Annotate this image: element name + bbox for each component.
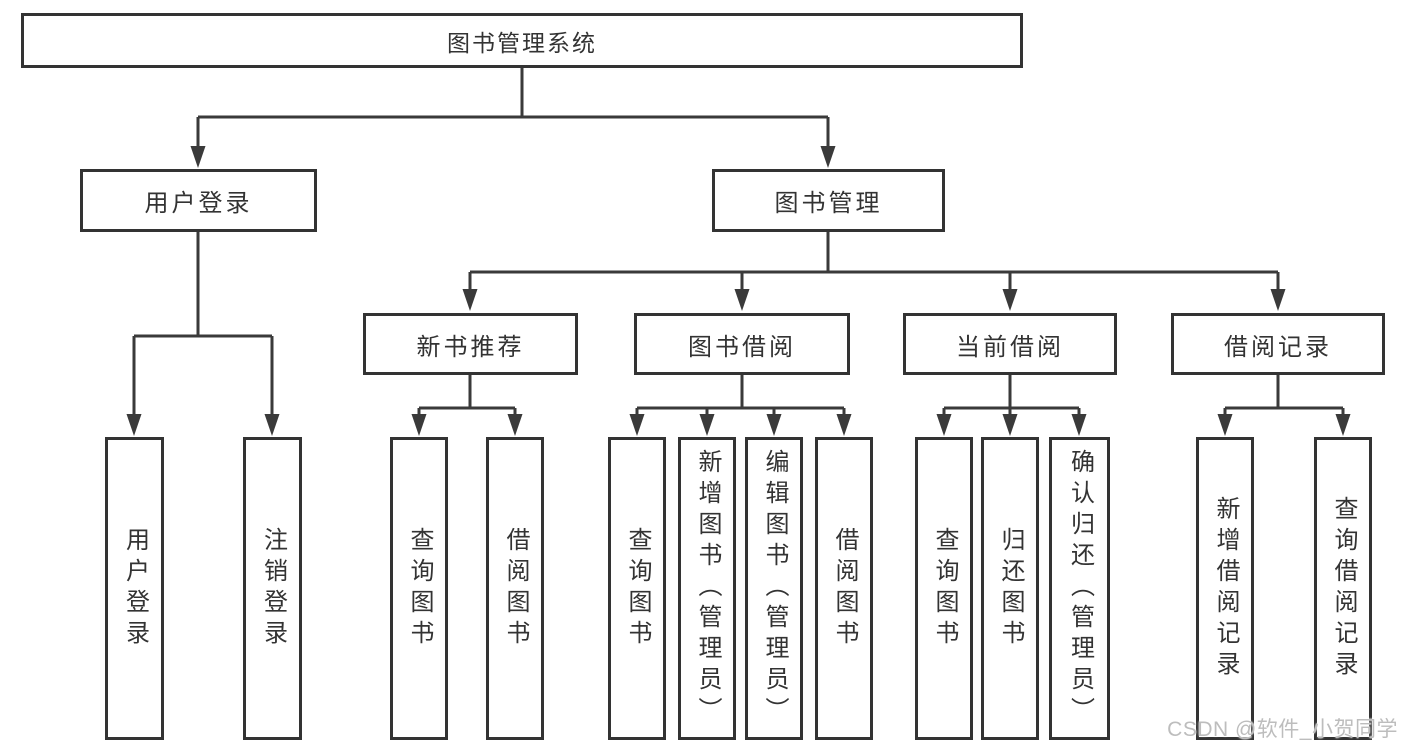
leaf-records-add-record-label: 新增借阅记录 [1212,495,1239,682]
arrow-to-borrowing-borrow-book [836,414,852,436]
node-book-borrowing: 图书借阅 [634,313,850,375]
arrow-to-leaf-logout [264,414,280,436]
leaf-current-query-book: 查询图书 [915,437,973,740]
leaf-borrowing-borrow-book-label: 借阅图书 [831,526,858,651]
arrow-to-current-borrowing [1002,289,1018,311]
leaf-current-return-book: 归还图书 [981,437,1039,740]
leaf-records-query-record-label: 查询借阅记录 [1330,495,1357,682]
leaf-recommend-query-book-label: 查询图书 [406,526,433,651]
leaf-borrowing-borrow-book: 借阅图书 [815,437,873,740]
arrow-to-user-login [190,146,206,168]
leaf-borrowing-query-book: 查询图书 [608,437,666,740]
arrow-to-borrowing-add-book [699,414,715,436]
node-user-login-label: 用户登录 [144,190,253,217]
leaf-borrowing-add-book-admin-label: 新增图书（管理员） [694,449,721,728]
leaf-records-query-record: 查询借阅记录 [1314,437,1372,740]
leaf-user-login-label: 用户登录 [121,526,149,651]
node-borrowing-records-label: 借阅记录 [1224,333,1332,361]
node-book-management: 图书管理 [712,169,945,232]
leaf-logout-label: 注销登录 [259,526,287,651]
connector-current-branch [942,375,1081,416]
node-root-label: 图书管理系统 [447,29,597,56]
arrow-to-borrowing-query-book [629,414,645,436]
connector-user-login-branch [132,232,274,416]
node-user-login: 用户登录 [80,169,317,232]
leaf-recommend-query-book: 查询图书 [390,437,448,740]
arrow-to-new-book-recommendation [462,289,478,311]
leaf-records-add-record: 新增借阅记录 [1196,437,1254,740]
arrow-to-leaf-user-login [126,414,142,436]
leaf-borrowing-query-book-label: 查询图书 [624,526,651,651]
node-current-borrowing-label: 当前借阅 [956,333,1064,361]
leaf-borrowing-edit-book-admin: 编辑图书（管理员） [745,437,803,740]
connector-borrowing-branch [635,375,846,416]
connector-records-branch [1223,375,1345,416]
leaf-borrowing-edit-book-admin-label: 编辑图书（管理员） [761,449,788,728]
node-book-borrowing-label: 图书借阅 [688,333,796,361]
watermark: CSDN @软件_小贺同学 [1167,718,1398,741]
leaf-recommend-borrow-book-label: 借阅图书 [502,526,529,651]
connector-root-branch [196,68,830,148]
node-borrowing-records: 借阅记录 [1171,313,1385,375]
node-book-management-label: 图书管理 [774,190,883,217]
leaf-current-return-book-label: 归还图书 [997,526,1024,651]
arrow-to-current-return-book [1002,414,1018,436]
leaf-current-confirm-return-admin-label: 确认归还（管理员） [1066,449,1094,728]
connector-book-management-branch [468,232,1280,290]
arrow-to-current-query-book [936,414,952,436]
node-current-borrowing: 当前借阅 [903,313,1117,375]
arrow-to-recommend-borrow-book [507,414,523,436]
node-new-book-recommendation: 新书推荐 [363,313,578,375]
arrow-to-recommend-query-book [411,414,427,436]
arrow-to-records-add-record [1217,414,1233,436]
arrow-to-book-borrowing [734,289,750,311]
arrow-to-current-confirm-return [1071,414,1087,436]
leaf-current-confirm-return-admin: 确认归还（管理员） [1049,437,1110,740]
arrow-to-borrowing-records [1270,289,1286,311]
arrow-to-records-query-record [1335,414,1351,436]
arrow-to-borrowing-edit-book [766,414,782,436]
arrow-to-book-management [820,146,836,168]
leaf-current-query-book-label: 查询图书 [931,526,958,651]
leaf-logout: 注销登录 [243,437,302,740]
connector-recommendation-branch [417,375,517,416]
leaf-user-login: 用户登录 [105,437,164,740]
leaf-borrowing-add-book-admin: 新增图书（管理员） [678,437,736,740]
node-root: 图书管理系统 [21,13,1023,68]
leaf-recommend-borrow-book: 借阅图书 [486,437,544,740]
node-new-book-recommendation-label: 新书推荐 [416,333,525,361]
